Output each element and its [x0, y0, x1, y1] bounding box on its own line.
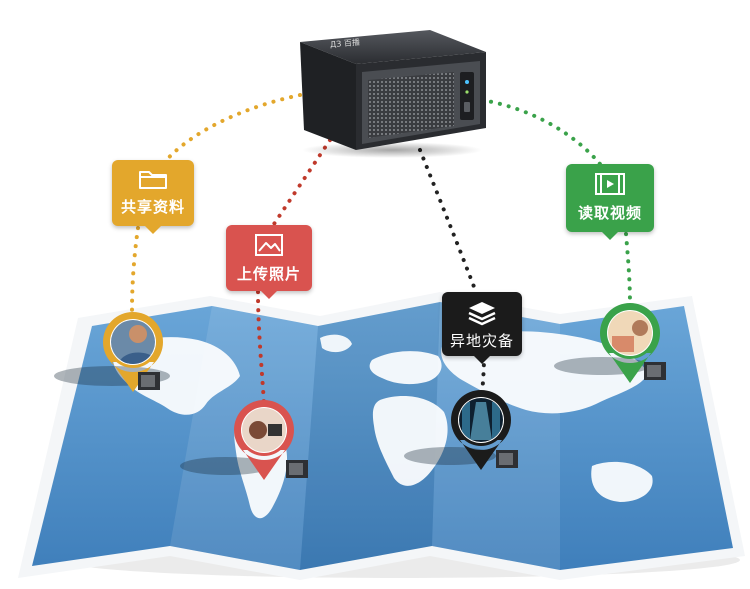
read-video-badge[interactable]: 读取视频 — [566, 164, 654, 240]
europe — [369, 351, 442, 385]
share-files-label: 共享资料 — [120, 198, 185, 216]
africa — [372, 396, 448, 486]
upload-photos-label: 上传照片 — [236, 265, 301, 283]
offsite-backup-badge[interactable]: 异地灾备 — [442, 292, 522, 364]
pin-backup-location — [451, 390, 518, 470]
greenland — [320, 334, 352, 353]
offsite-backup-label: 异地灾备 — [449, 332, 514, 350]
folder-icon — [139, 171, 167, 189]
pin-share-location — [103, 312, 163, 392]
nas-device — [300, 30, 486, 158]
share-files-badge[interactable]: 共享资料 — [112, 160, 194, 234]
share-link-line-upper — [158, 93, 302, 170]
layers-icon — [468, 302, 496, 326]
share-link-line-lower — [130, 226, 140, 312]
pin-video-location — [600, 303, 666, 383]
pin-upload-location — [234, 400, 308, 480]
film-icon — [595, 173, 625, 195]
image-icon — [255, 234, 283, 256]
upload-photos-badge[interactable]: 上传照片 — [226, 225, 312, 299]
upload-link-line-lower — [256, 290, 266, 406]
backup-link-line-upper — [418, 148, 478, 294]
read-video-label: 读取视频 — [577, 204, 642, 222]
australia — [591, 461, 653, 502]
upload-link-line-upper — [272, 138, 332, 226]
video-link-line-lower — [624, 232, 632, 308]
video-link-line-upper — [480, 98, 602, 166]
